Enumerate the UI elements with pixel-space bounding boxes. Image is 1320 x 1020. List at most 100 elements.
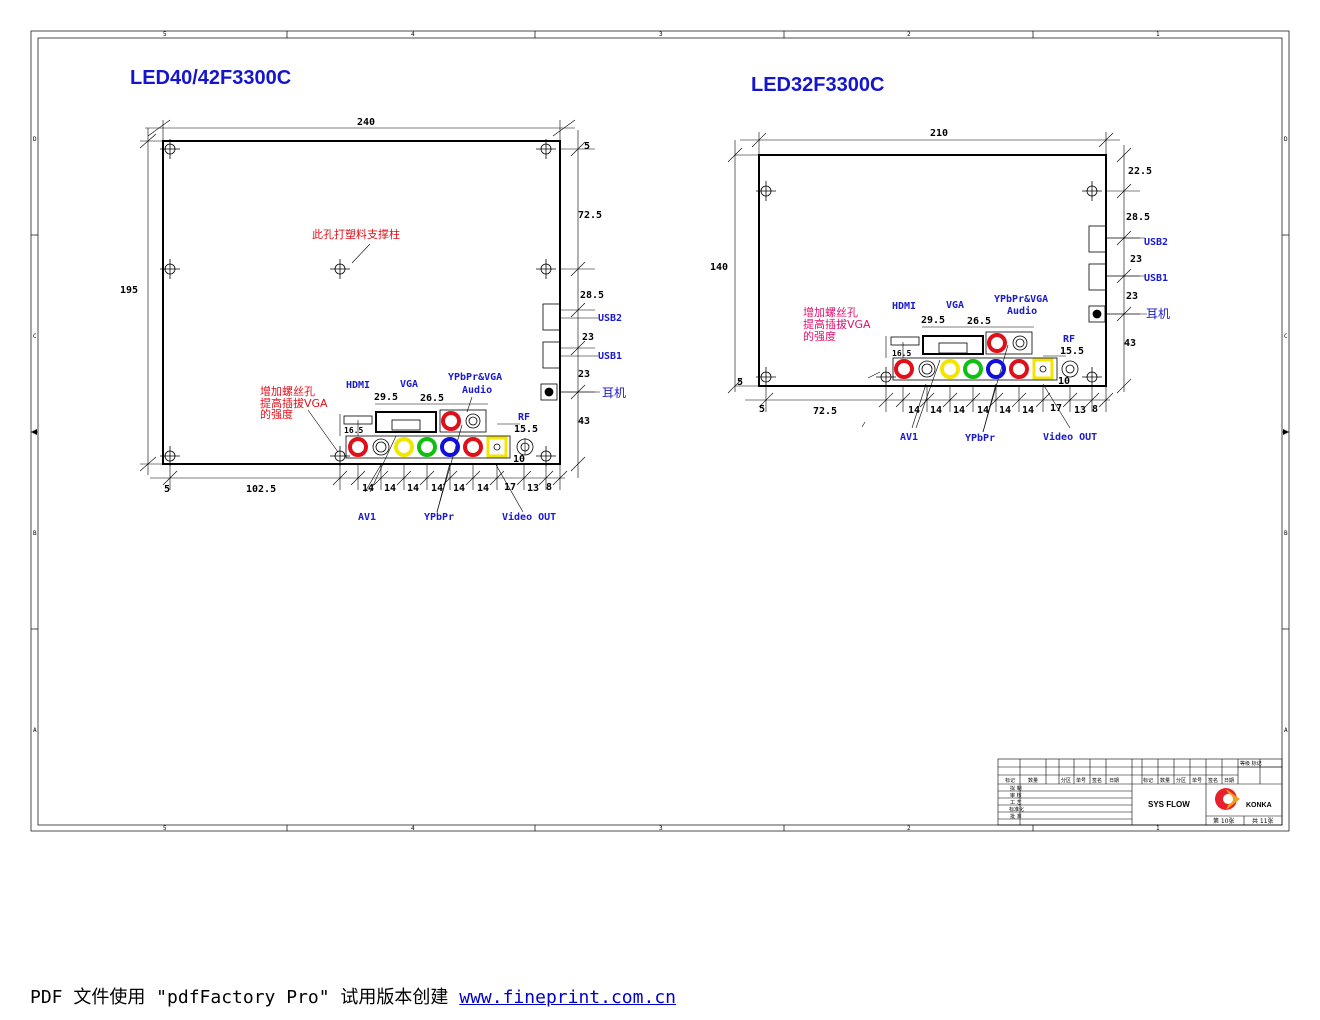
col-label: 1 (1156, 825, 1160, 832)
drawing-name: SYS FLOW (1148, 800, 1190, 809)
right-board-drawing: LED32F3300C (710, 74, 1170, 444)
konka-logo-mark-center (1223, 794, 1233, 804)
hdmi-port (890, 336, 920, 346)
vga-label: VGA (400, 379, 418, 390)
row-label: B (33, 530, 37, 537)
pitch: 14 (999, 405, 1011, 416)
pitch: 8 (546, 482, 552, 493)
row-label: A (33, 727, 37, 734)
rf-connector (1061, 360, 1079, 378)
dim-usb2-offset: 28.5 (1126, 212, 1150, 223)
dim-usb-spacing: 23 (1130, 254, 1142, 265)
hdmi-port (343, 415, 373, 425)
rev-header: 日期 (1109, 778, 1119, 784)
video-out-label: Video OUT (1043, 431, 1097, 443)
av1-label: AV1 (358, 512, 376, 523)
vga-port-inner (391, 419, 421, 431)
dim-bottom-offset: 43 (578, 416, 590, 427)
pitch: 14 (930, 405, 942, 416)
rf-label: RF (518, 412, 530, 423)
audio-jack-red (987, 333, 1007, 353)
grade-mark-header: 等级 标记 (1240, 760, 1262, 767)
ypbpr-vga-audio-block (985, 331, 1033, 355)
sheet-total: 共 11张 (1252, 817, 1274, 825)
dim-width: 240 (357, 117, 375, 128)
col-label: 5 (163, 825, 167, 832)
pitch: 14 (1022, 405, 1034, 416)
mounting-hole (1082, 367, 1102, 387)
av-connector-strip (892, 357, 1058, 381)
rev-header: 标记 (1143, 777, 1153, 784)
pitch: 13 (1074, 405, 1086, 416)
audio-jack-white-inner (468, 416, 478, 426)
vga-label: VGA (946, 300, 964, 311)
vga-port-inner (938, 342, 968, 354)
ypbpr-jack-green (963, 359, 983, 379)
col-label: 4 (411, 31, 415, 38)
av-connector-strip (345, 435, 511, 459)
col-label: 2 (907, 31, 911, 38)
dim-vga-offset: 29.5 (374, 392, 398, 403)
screw-note-line3: 的强度 (803, 329, 836, 343)
dim-usb2-offset: 28.5 (580, 290, 604, 301)
video-out-jack-inner (493, 443, 501, 451)
audio-jack-white (465, 413, 481, 429)
col-label: 4 (411, 825, 415, 832)
dim-hdmi-height: 16.5 (344, 426, 363, 435)
dim-usb-spacing: 23 (582, 332, 594, 343)
ypbpr-vga-label: YPbPr&VGA (448, 372, 502, 383)
mounting-hole (160, 446, 180, 466)
col-label: 5 (163, 31, 167, 38)
revision-headers: 标记 数量 分区 单号 签名 日期 标记 数量 分区 单号 签名 日期 (1005, 777, 1234, 784)
av-jack-yellow (394, 437, 414, 457)
dim-connector-offset: 102.5 (246, 484, 276, 495)
usb2-label: USB2 (598, 313, 622, 324)
role-label: 拟 制 (1010, 785, 1022, 792)
rf-connector-inner (520, 442, 530, 452)
footer-link[interactable]: www.fineprint.com.cn (459, 987, 676, 1008)
dim-hdmi-height: 16.5 (892, 349, 911, 358)
mounting-hole (536, 139, 556, 159)
hdmi-label: HDMI (892, 301, 916, 312)
video-out-jack-yellow (1032, 358, 1054, 380)
title-block-grid (997, 758, 1283, 826)
audio-label: Audio (462, 384, 492, 396)
left-mounting-holes (160, 139, 556, 466)
rev-header: 单号 (1076, 777, 1086, 784)
mounting-hole (330, 259, 350, 279)
footer-text: PDF 文件使用 "pdfFactory Pro" 试用版本创建 (30, 987, 460, 1008)
row-label: C (33, 333, 37, 340)
dim-bottom-offset: 43 (1124, 338, 1136, 349)
right-pitch-dimensions: 14 14 14 14 14 14 17 13 8 (908, 403, 1098, 416)
earphone-jack (1088, 305, 1106, 323)
dim-bottom-left-offset: 5 (759, 404, 765, 415)
pitch: 17 (504, 482, 516, 493)
hdmi-label: HDMI (346, 380, 370, 391)
ypbpr-jack-blue (440, 437, 460, 457)
left-pitch-dimensions: 14 14 14 14 14 14 17 13 8 (362, 482, 552, 494)
av-jack-red (348, 437, 368, 457)
left-side-connectors (540, 303, 561, 401)
usb1-label: USB1 (1144, 273, 1168, 284)
rev-header: 数量 (1160, 777, 1170, 784)
frame-arrows (31, 429, 1289, 435)
right-mounting-holes (756, 181, 1102, 387)
role-label: 工 艺 (1010, 800, 1022, 806)
dim-height: 195 (120, 285, 138, 296)
vga-port (922, 335, 984, 355)
rf-connector-inner (1065, 364, 1075, 374)
row-label: A (1284, 727, 1288, 734)
row-label: B (1284, 530, 1288, 537)
left-dimension-lines (139, 119, 600, 513)
rf-label: RF (1063, 334, 1075, 345)
row-label: C (1284, 333, 1288, 340)
av-jack-yellow (940, 359, 960, 379)
mounting-hole (330, 446, 350, 466)
col-label: 1 (1156, 31, 1160, 38)
ypbpr-label: YPbPr (424, 512, 454, 523)
col-label: 3 (659, 31, 663, 38)
pitch: 14 (453, 483, 465, 494)
dim-left-offset: 5 (164, 484, 170, 495)
ypbpr-label: YPbPr (965, 433, 995, 444)
earphone-label: 耳机 (602, 386, 626, 400)
